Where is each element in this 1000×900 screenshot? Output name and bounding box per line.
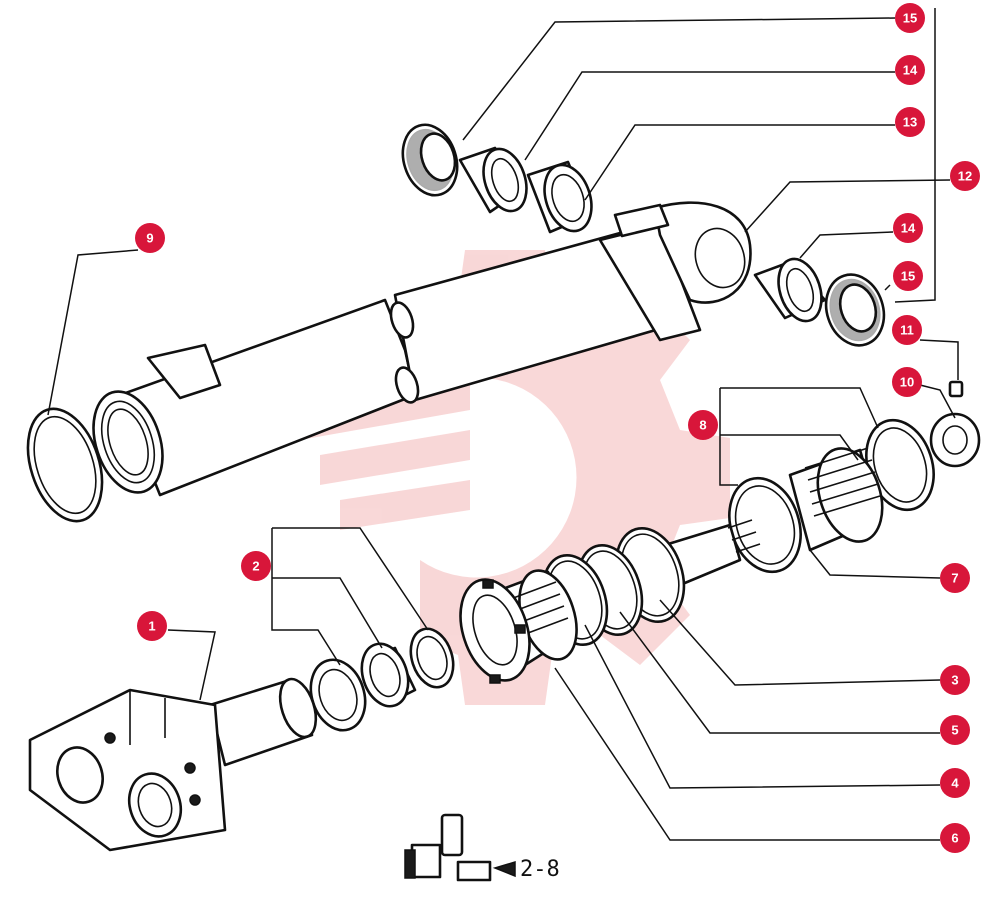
callout-15-right: 15 xyxy=(893,261,923,291)
part-13-guide-ring xyxy=(526,160,593,234)
svg-text:10: 10 xyxy=(900,375,914,390)
svg-text:15: 15 xyxy=(903,11,917,26)
reference-stack-icon xyxy=(404,813,516,882)
svg-text:15: 15 xyxy=(901,269,915,284)
svg-text:14: 14 xyxy=(901,221,916,236)
callout-4: 4 xyxy=(940,768,970,798)
callout-14-right: 14 xyxy=(893,213,923,243)
callout-8: 8 xyxy=(688,410,718,440)
callout-6: 6 xyxy=(940,823,970,853)
callout-14-top: 14 xyxy=(895,55,925,85)
callout-5: 5 xyxy=(940,715,970,745)
reference-label: 2-8 xyxy=(520,857,560,882)
part-2-seals xyxy=(309,627,455,732)
svg-text:12: 12 xyxy=(958,169,972,184)
svg-text:9: 9 xyxy=(146,231,153,246)
cylinder-tube xyxy=(92,201,752,497)
svg-text:13: 13 xyxy=(903,115,917,130)
svg-text:4: 4 xyxy=(951,776,959,791)
part-15-wiper-right xyxy=(824,273,886,347)
callout-1: 1 xyxy=(137,611,167,641)
part-11-grub-screw xyxy=(948,380,964,398)
callout-15-top: 15 xyxy=(895,3,925,33)
callout-11: 11 xyxy=(892,315,922,345)
svg-text:11: 11 xyxy=(900,323,914,338)
callout-7: 7 xyxy=(940,563,970,593)
callout-13: 13 xyxy=(895,107,925,137)
part-1-rod-clevis xyxy=(28,677,318,852)
part-6-gland-head xyxy=(459,569,578,684)
svg-text:7: 7 xyxy=(951,571,958,586)
part-10-nut xyxy=(929,412,981,468)
svg-text:1: 1 xyxy=(148,619,155,634)
callout-2: 2 xyxy=(241,551,271,581)
part-15-wiper-top xyxy=(401,123,459,197)
callout-12: 12 xyxy=(950,161,980,191)
part-7-piston xyxy=(788,447,884,552)
part-9-snap-ring xyxy=(26,407,104,523)
callout-3: 3 xyxy=(940,665,970,695)
svg-text:8: 8 xyxy=(699,418,706,433)
callout-9: 9 xyxy=(135,223,165,253)
svg-text:14: 14 xyxy=(903,63,918,78)
callout-10: 10 xyxy=(892,367,922,397)
part-14-bushing-right xyxy=(753,257,827,323)
svg-text:5: 5 xyxy=(951,723,958,738)
svg-text:2: 2 xyxy=(252,559,259,574)
svg-text:3: 3 xyxy=(951,673,958,688)
leader-lines xyxy=(47,8,959,841)
part-14-bushing-top xyxy=(458,146,528,214)
svg-text:6: 6 xyxy=(951,831,958,846)
